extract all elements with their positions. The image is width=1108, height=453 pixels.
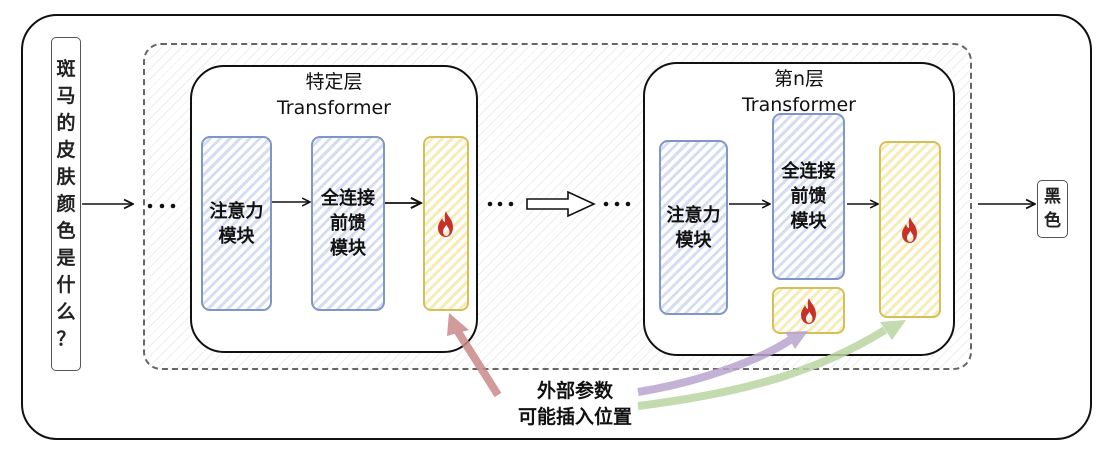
ellipsis-dots-2 <box>487 201 514 207</box>
question-char: 的 <box>56 111 76 134</box>
insertion-arrow-green <box>637 320 906 410</box>
note-line-2: 可能插入位置 <box>517 406 632 428</box>
insertion-arrow-purple <box>637 331 808 396</box>
layer-title: 第n层 <box>773 68 825 90</box>
question-char: 色 <box>56 219 76 242</box>
ffn-module-1: 全连接 前馈 模块 <box>311 136 385 311</box>
question-char: ？ <box>56 327 76 350</box>
module-label: 模块 <box>675 229 712 251</box>
input-question-box: 斑 马 的 皮 肤 颜 色 是 什 么 ？ <box>51 37 81 371</box>
layer-subtitle: Transformer <box>276 97 391 119</box>
question-char: 肤 <box>56 165 76 188</box>
module-label: 前馈 <box>330 213 366 234</box>
layer-title: 特定层 <box>305 71 363 93</box>
question-char: 什 <box>56 273 76 296</box>
module-label: 注意力 <box>666 204 721 226</box>
answer-char: 色 <box>1044 211 1061 231</box>
fire-icon <box>800 297 816 324</box>
adapter-module-1 <box>423 136 469 311</box>
question-char: 是 <box>56 246 76 269</box>
ffn-adapter-module-n <box>772 287 845 334</box>
module-label: 全连接 <box>321 188 375 209</box>
question-char: 斑 <box>56 57 76 80</box>
attention-module-1: 注意力 模块 <box>201 136 272 311</box>
insertion-note: 外部参数 可能插入位置 <box>490 378 660 430</box>
note-line-1: 外部参数 <box>536 380 613 402</box>
ffn-module-n: 全连接 前馈 模块 <box>772 113 845 280</box>
module-label: 前馈 <box>790 186 827 207</box>
question-char: 皮 <box>56 138 76 161</box>
module-label: 注意力 <box>209 200 264 222</box>
insertion-arrow-red <box>447 313 502 398</box>
ellipsis-dots-1 <box>147 203 176 209</box>
module-label: 模块 <box>218 225 255 247</box>
fire-icon <box>438 210 453 237</box>
adapter-module-n <box>879 141 941 318</box>
question-char: 么 <box>56 300 76 323</box>
ellipsis-dots-3 <box>603 201 631 207</box>
output-answer-box: 黑 色 <box>1037 180 1068 238</box>
module-label: 全连接 <box>781 161 836 182</box>
module-label: 模块 <box>790 211 827 232</box>
layer-subtitle: Transformer <box>741 94 856 116</box>
diagram-frame <box>21 14 1092 440</box>
answer-char: 黑 <box>1044 187 1061 207</box>
question-char: 颜 <box>56 192 76 215</box>
attention-module-n: 注意力 模块 <box>659 140 728 315</box>
module-label: 模块 <box>330 238 366 259</box>
block-arrow <box>526 190 596 218</box>
fire-icon <box>902 216 917 243</box>
question-char: 马 <box>56 84 76 107</box>
